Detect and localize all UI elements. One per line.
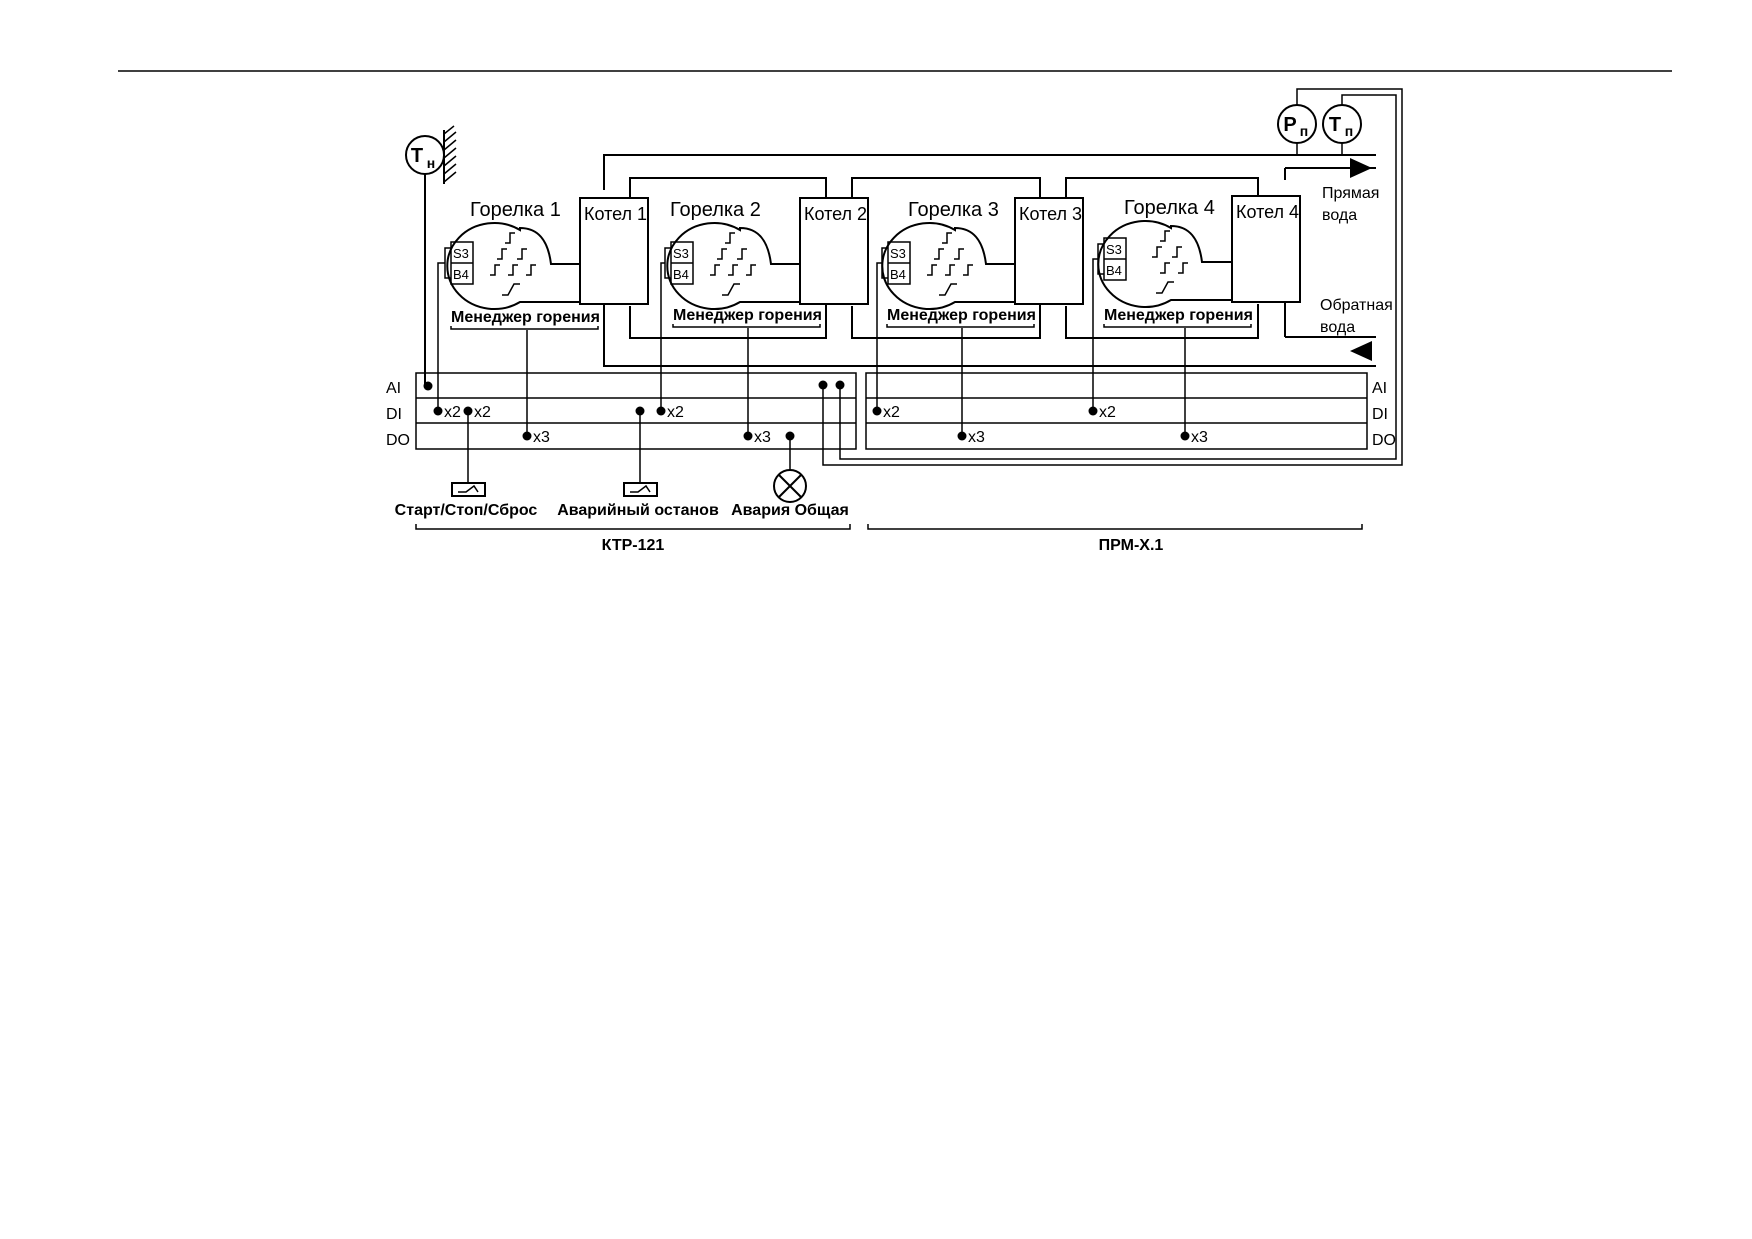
mult-di-5: x2 bbox=[1099, 404, 1116, 421]
return-water-label-2: вода bbox=[1320, 319, 1355, 336]
boiler-2 bbox=[799, 197, 869, 305]
burner-s3-1: S3 bbox=[453, 246, 469, 261]
manager-label-4: Менеджер горения bbox=[1104, 307, 1253, 324]
mult-di-1: x2 bbox=[444, 404, 461, 421]
boiler-label-3: Котел 3 bbox=[1019, 204, 1082, 224]
burner-wires bbox=[437, 258, 1186, 483]
alarm-lamp-icon bbox=[773, 469, 807, 503]
burner-title-3: Горелка 3 bbox=[908, 199, 999, 221]
bus-label-do-left: DO bbox=[386, 432, 410, 449]
outdoor-temp-main: Т bbox=[411, 145, 423, 167]
manager-label-1: Менеджер горения bbox=[451, 309, 600, 326]
supply-water-label-1: Прямая bbox=[1322, 185, 1379, 202]
module-left-label: КТР-121 bbox=[602, 537, 665, 554]
module-bars-right bbox=[865, 372, 1368, 450]
bus-label-do-right: DO bbox=[1372, 432, 1396, 449]
burner-b4-2: B4 bbox=[673, 267, 689, 282]
mult-do-1: x3 bbox=[533, 429, 550, 446]
module-bars-left bbox=[415, 372, 857, 450]
mult-di-4: x2 bbox=[883, 404, 900, 421]
bus-label-di-left: DI bbox=[386, 406, 402, 423]
sensor-wires bbox=[822, 88, 1403, 466]
burner-s3-2: S3 bbox=[673, 246, 689, 261]
bus-label-ai-right: AI bbox=[1372, 380, 1387, 397]
manager-label-2: Менеджер горения bbox=[673, 307, 822, 324]
return-arrow-icon bbox=[1350, 341, 1372, 361]
return-water-label-1: Обратная bbox=[1320, 297, 1393, 314]
outdoor-temp-sub: н bbox=[427, 155, 435, 171]
mult-do-2: x3 bbox=[754, 429, 771, 446]
supply-temp-main: Т bbox=[1329, 114, 1341, 136]
burner-title-1: Горелка 1 bbox=[470, 199, 561, 221]
burner-title-2: Горелка 2 bbox=[670, 199, 761, 221]
bus-label-di-right: DI bbox=[1372, 406, 1388, 423]
burner-unit-1: Горелка 1 Котел 1 S3 B4 Менеджер горения bbox=[444, 197, 649, 330]
manager-label-3: Менеджер горения bbox=[887, 307, 1036, 324]
supply-water-label-2: вода bbox=[1322, 207, 1357, 224]
emergency-stop-label: Аварийный останов bbox=[557, 502, 719, 519]
bus-label-ai-left: AI bbox=[386, 380, 401, 397]
emergency-stop-switch-icon bbox=[623, 482, 658, 497]
brace-right bbox=[867, 524, 1363, 530]
brace-left bbox=[415, 524, 851, 530]
burner-b4-3: B4 bbox=[890, 267, 906, 282]
burner-b4-1: B4 bbox=[453, 267, 469, 282]
burner-title-4: Горелка 4 bbox=[1124, 197, 1215, 219]
boiler-label-4: Котел 4 bbox=[1236, 202, 1299, 222]
boiler-label-1: Котел 1 bbox=[584, 204, 647, 224]
alarm-general-label: Авария Общая bbox=[731, 502, 849, 519]
pressure-main: Р bbox=[1283, 114, 1296, 136]
supply-temp-sensor: Т п bbox=[1322, 104, 1362, 144]
terminal-dots bbox=[423, 380, 1190, 441]
pressure-sensor: Р п bbox=[1277, 104, 1317, 144]
boiler-1 bbox=[579, 197, 649, 305]
pressure-sub: п bbox=[1300, 123, 1308, 139]
module-right-label: ПРМ-Х.1 bbox=[1099, 537, 1164, 554]
mult-di-3: x2 bbox=[667, 404, 684, 421]
boiler-4 bbox=[1231, 195, 1301, 303]
burner-b4-4: B4 bbox=[1106, 263, 1122, 278]
boiler-label-2: Котел 2 bbox=[804, 204, 867, 224]
burner-unit-2: Горелка 2 Котел 2 S3 B4 Менеджер горения bbox=[664, 197, 869, 328]
supply-temp-sub: п bbox=[1345, 123, 1353, 139]
stage-icons-2 bbox=[710, 232, 756, 296]
burner-unit-4: Горелка 4 Котел 4 S3 B4 Менеджер горения bbox=[1097, 195, 1301, 328]
stage-icons-3 bbox=[927, 232, 973, 296]
return-pipe bbox=[603, 303, 1376, 367]
start-stop-label: Старт/Стоп/Сброс bbox=[395, 502, 538, 519]
burner-s3-3: S3 bbox=[890, 246, 906, 261]
stage-icons-4 bbox=[1152, 230, 1188, 294]
boiler-3 bbox=[1014, 197, 1084, 305]
outdoor-temp-sensor: Т н bbox=[405, 125, 457, 385]
burner-unit-3: Горелка 3 Котел 3 S3 B4 Менеджер горения bbox=[881, 197, 1084, 328]
mult-do-4: x3 bbox=[1191, 429, 1208, 446]
burner-s3-4: S3 bbox=[1106, 242, 1122, 257]
stage-icons-1 bbox=[490, 232, 536, 296]
start-stop-switch-icon bbox=[451, 482, 486, 497]
mult-do-3: x3 bbox=[968, 429, 985, 446]
mult-di-2: x2 bbox=[474, 404, 491, 421]
